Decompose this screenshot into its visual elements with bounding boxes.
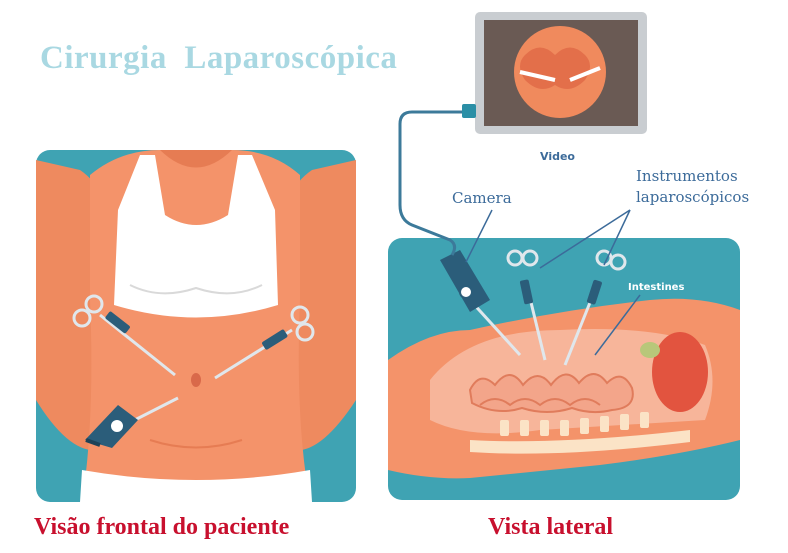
video-monitor	[462, 12, 647, 134]
camera-label: Camera	[452, 189, 512, 207]
page-title: Cirurgia Laparoscópica	[40, 40, 397, 77]
video-label: Video	[540, 150, 575, 163]
intestines-label: Intestines	[628, 282, 684, 293]
instruments-label: Instrumentos laparoscópicos	[636, 166, 749, 208]
instruments-label-line1: Instrumentos	[636, 166, 749, 187]
caption-frontal-view: Visão frontal do paciente	[34, 514, 289, 541]
caption-lateral-view: Vista lateral	[488, 514, 613, 541]
camera-cable	[400, 112, 462, 255]
lateral-view-panel	[388, 238, 740, 500]
instruments-label-line2: laparoscópicos	[636, 187, 749, 208]
